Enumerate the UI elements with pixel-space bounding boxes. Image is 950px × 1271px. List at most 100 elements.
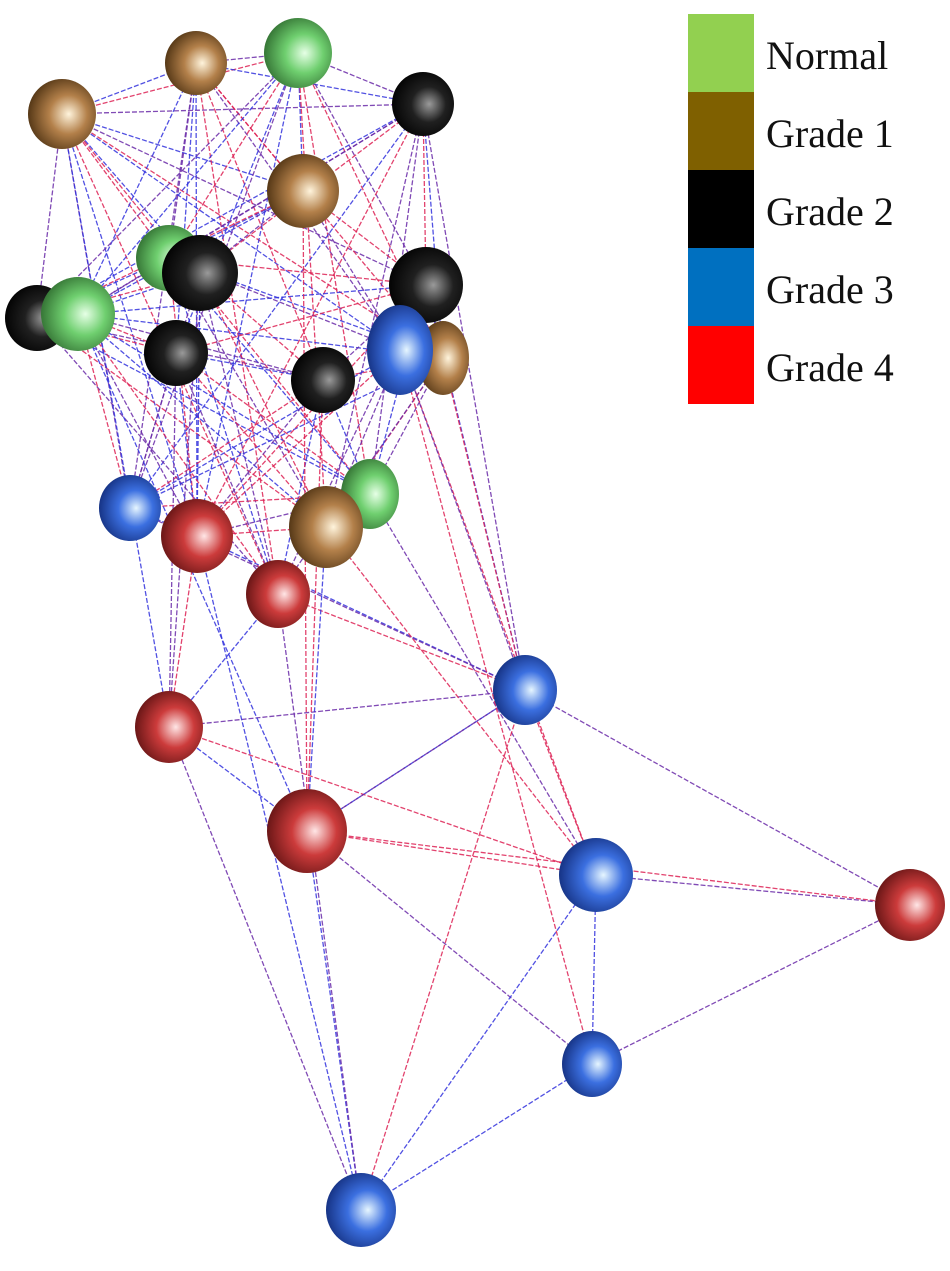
edge-n1-n7 bbox=[36, 113, 63, 319]
node-n3-normal bbox=[264, 18, 332, 88]
edge-n14-n17 bbox=[196, 379, 324, 537]
node-n26-g3 bbox=[326, 1173, 396, 1247]
edge-n2-n14 bbox=[195, 62, 324, 381]
node-n23-g3 bbox=[559, 838, 633, 912]
edge-n9-n15 bbox=[77, 313, 371, 495]
edge-n1-n11 bbox=[61, 113, 427, 286]
node-n12-g3 bbox=[367, 305, 433, 395]
node-n5-g1 bbox=[267, 154, 339, 228]
edge-n7-n19 bbox=[36, 317, 279, 595]
edge-n20-n12 bbox=[399, 349, 526, 691]
edge-n3-n6 bbox=[168, 52, 299, 259]
legend-item-normal: Normal bbox=[686, 14, 950, 92]
legend-item-grade-4: Grade 4 bbox=[686, 326, 950, 404]
node-n9-normal bbox=[41, 277, 115, 351]
node-n20-g3 bbox=[493, 655, 557, 725]
edge-n1-n4 bbox=[61, 103, 424, 115]
edge-n22-n23 bbox=[306, 830, 597, 876]
edge-n4-n16 bbox=[129, 103, 424, 509]
node-n16-g3 bbox=[99, 475, 161, 541]
edge-n14-n19 bbox=[277, 379, 324, 595]
edge-n20-n19 bbox=[277, 593, 526, 691]
legend: Normal Grade 1 Grade 2 Grade 3 Grade 4 bbox=[686, 14, 950, 404]
node-n19-g4 bbox=[246, 560, 310, 628]
edge-n3-n15 bbox=[297, 52, 371, 495]
edge-n26-n17 bbox=[196, 535, 362, 1211]
node-n21-g4 bbox=[135, 691, 203, 763]
edge-n8-n19 bbox=[199, 272, 279, 595]
legend-item-grade-3: Grade 3 bbox=[686, 248, 950, 326]
edge-n1-n5 bbox=[61, 113, 304, 192]
edge-n26-n20 bbox=[360, 689, 526, 1211]
legend-swatch-grade-4 bbox=[688, 326, 754, 404]
edge-n13-n19 bbox=[175, 352, 279, 595]
node-n22-g4 bbox=[267, 789, 347, 873]
node-n17-g4 bbox=[161, 499, 233, 573]
edge-n3-n9 bbox=[77, 52, 299, 315]
edge-n22-n14 bbox=[306, 379, 324, 832]
edge-n22-n20 bbox=[306, 689, 526, 832]
edge-n1-n17 bbox=[61, 113, 198, 537]
edge-n20-n24 bbox=[524, 689, 911, 906]
edge-n1-n12 bbox=[61, 113, 401, 351]
edge-n2-n17 bbox=[195, 62, 198, 537]
node-n8-g2 bbox=[162, 235, 238, 311]
edge-n20-n10 bbox=[442, 357, 526, 691]
legend-swatch-grade-3 bbox=[688, 248, 754, 326]
edge-n8-n17 bbox=[196, 272, 201, 537]
edge-n8-n18 bbox=[199, 272, 327, 528]
edge-n23-n24 bbox=[595, 874, 911, 906]
node-n14-g2 bbox=[291, 347, 355, 413]
legend-label-grade-2: Grade 2 bbox=[766, 189, 894, 234]
edge-n14-n16 bbox=[129, 379, 324, 509]
edge-n7-n18 bbox=[36, 317, 327, 528]
legend-item-grade-2: Grade 2 bbox=[686, 170, 950, 248]
edge-n15-n16 bbox=[129, 493, 371, 509]
legend-swatch-grade-1 bbox=[688, 92, 754, 170]
edge-n22-n5 bbox=[302, 190, 308, 832]
edge-n21-n23 bbox=[168, 726, 597, 876]
node-n1-g1 bbox=[28, 79, 96, 149]
edge-n23-n26 bbox=[360, 874, 597, 1211]
edge-n1-n10 bbox=[61, 113, 444, 359]
node-n4-g2 bbox=[392, 72, 454, 136]
node-n25-g3 bbox=[562, 1031, 622, 1097]
edge-n24-n25 bbox=[591, 904, 911, 1065]
edge-n20-n16 bbox=[129, 507, 526, 691]
edge-n4-n8 bbox=[199, 103, 424, 274]
legend-label-grade-1: Grade 1 bbox=[766, 111, 894, 156]
edge-n23-n15 bbox=[369, 493, 597, 876]
edge-n21-n13 bbox=[168, 352, 177, 728]
node-n24-g4 bbox=[875, 869, 945, 941]
edge-n20-n17 bbox=[196, 535, 526, 691]
edge-n25-n12 bbox=[399, 349, 593, 1065]
edge-n23-n18 bbox=[325, 526, 597, 876]
edge-n9-n18 bbox=[77, 313, 327, 528]
edge-n6-n12 bbox=[168, 257, 401, 351]
edge-n3-n7 bbox=[36, 52, 299, 319]
edge-n11-n13 bbox=[175, 284, 427, 354]
node-layer bbox=[5, 18, 945, 1247]
node-n11-g2 bbox=[389, 247, 463, 323]
legend-label-grade-4: Grade 4 bbox=[766, 345, 894, 390]
legend-label-normal: Normal bbox=[766, 33, 889, 78]
node-n13-g2 bbox=[144, 320, 208, 386]
edge-n4-n17 bbox=[196, 103, 424, 537]
node-n18-g1 bbox=[289, 486, 363, 568]
edge-n22-n25 bbox=[306, 830, 593, 1065]
edge-n13-n15 bbox=[175, 352, 371, 495]
edge-n23-n12 bbox=[399, 349, 597, 876]
edge-n26-n19 bbox=[277, 593, 362, 1211]
edge-n4-n7 bbox=[36, 103, 424, 319]
edge-n3-n17 bbox=[196, 52, 299, 537]
edge-n21-n1 bbox=[61, 113, 170, 728]
edge-n20-n21 bbox=[168, 689, 526, 728]
legend-item-grade-1: Grade 1 bbox=[686, 92, 950, 170]
edge-n21-n26 bbox=[168, 726, 362, 1211]
edge-n3-n18 bbox=[297, 52, 327, 528]
edge-n9-n19 bbox=[77, 313, 279, 595]
node-n2-g1 bbox=[165, 31, 227, 95]
legend-label-grade-3: Grade 3 bbox=[766, 267, 894, 312]
edge-n9-n10 bbox=[77, 313, 444, 359]
